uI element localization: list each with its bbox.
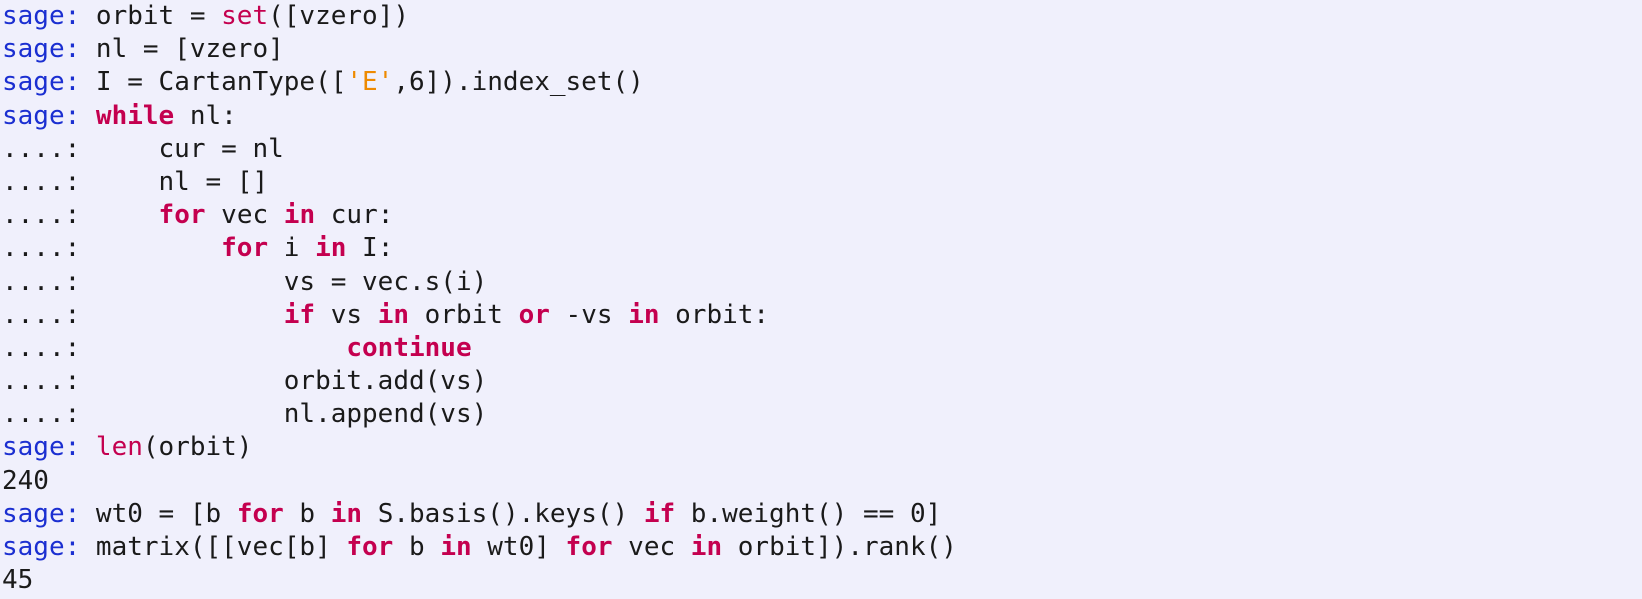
code-text-token: I: — [346, 233, 394, 264]
code-text-token: wt0 = [b — [95, 498, 237, 529]
code-line: ....: orbit.add(vs) — [2, 365, 1642, 398]
code-line: sage: while nl: — [2, 100, 1642, 133]
code-line: ....: nl = [] — [2, 166, 1642, 199]
code-text-token: ,6]).index_set() — [393, 67, 644, 98]
keyword-token: in — [377, 299, 410, 330]
code-line: ....: continue — [2, 332, 1642, 365]
code-line: sage: nl = [vzero] — [2, 33, 1642, 66]
keyword-token: for — [565, 532, 613, 562]
keyword-token: if — [643, 498, 676, 529]
code-text-token: orbit = — [95, 1, 222, 31]
keyword-token: while — [95, 100, 175, 131]
code-text-token: orbit — [409, 299, 519, 330]
code-text-token: -vs — [549, 299, 629, 330]
prompt-token: sage: — [2, 532, 96, 562]
code-line: sage: I = CartanType(['E',6]).index_set(… — [2, 66, 1642, 99]
code-text-token: nl = [vzero] — [95, 34, 284, 65]
prompt-token: sage: — [2, 100, 96, 131]
keyword-token: in — [315, 233, 347, 264]
code-line: ....: for vec in cur: — [2, 199, 1642, 232]
keyword-token: in — [690, 532, 723, 562]
prompt-token: sage: — [2, 432, 96, 463]
code-text-token: orbit: — [659, 299, 770, 330]
prompt-token: sage: — [2, 498, 96, 529]
code-line: sage: wt0 = [b for b in S.basis().keys()… — [2, 498, 1642, 531]
code-line: 240 — [2, 465, 1642, 498]
code-text-token: ....: — [2, 200, 159, 231]
keyword-token: for — [236, 498, 284, 529]
builtin-token: set — [221, 1, 269, 31]
code-text-token: orbit]).rank() — [722, 532, 957, 562]
code-text-token: b.weight() == 0] — [675, 498, 942, 529]
code-line: ....: nl.append(vs) — [2, 398, 1642, 431]
keyword-token: or — [518, 299, 550, 330]
keyword-token: for — [346, 532, 394, 562]
keyword-token: in — [440, 532, 472, 562]
code-line: ....: if vs in orbit or -vs in orbit: — [2, 299, 1642, 332]
code-line: sage: orbit = set([vzero]) — [2, 0, 1642, 33]
code-text-token: b — [283, 498, 331, 529]
output-token: 45 — [2, 565, 34, 596]
code-text-token: I = CartanType([ — [95, 67, 347, 98]
code-line: 45 — [2, 564, 1642, 597]
code-text-token: vs — [315, 299, 378, 330]
string-literal-token: 'E' — [346, 67, 394, 98]
code-text-token: (orbit) — [142, 432, 253, 463]
code-text-token: i — [268, 233, 316, 264]
code-text-token: ....: nl.append(vs) — [2, 399, 488, 430]
code-text-token: ....: vs = vec.s(i) — [2, 266, 488, 297]
keyword-token: for — [158, 200, 206, 231]
keyword-token: if — [283, 299, 316, 330]
code-text-token: S.basis().keys() — [362, 498, 644, 529]
code-text-token: ....: — [2, 233, 222, 264]
prompt-token: sage: — [2, 34, 96, 65]
code-line: sage: len(orbit) — [2, 431, 1642, 464]
output-token: 240 — [2, 465, 49, 496]
code-text-token: cur: — [315, 200, 394, 231]
code-text-token: ....: orbit.add(vs) — [2, 366, 488, 397]
code-text-token: nl: — [174, 100, 237, 131]
code-line: ....: vs = vec.s(i) — [2, 266, 1642, 299]
code-text-token: ....: cur = nl — [2, 133, 284, 164]
keyword-token: continue — [346, 332, 472, 363]
code-text-token: wt0] — [471, 532, 566, 562]
prompt-token: sage: — [2, 67, 96, 98]
code-text-token: ....: — [2, 299, 284, 330]
builtin-token: len — [95, 432, 143, 463]
code-text-token: ([vzero]) — [268, 1, 410, 31]
keyword-token: in — [330, 498, 363, 529]
keyword-token: in — [628, 299, 660, 330]
prompt-token: sage: — [2, 1, 96, 31]
code-text-token: ....: nl = [] — [2, 166, 269, 197]
code-text-token: vec — [612, 532, 691, 562]
code-text-token: ....: — [2, 332, 347, 363]
code-text-token: b — [393, 532, 441, 562]
code-text-token: matrix([[vec[b] — [95, 532, 347, 562]
code-line: ....: for i in I: — [2, 232, 1642, 265]
code-line: sage: matrix([[vec[b] for b in wt0] for … — [2, 531, 1642, 564]
keyword-token: for — [221, 233, 269, 264]
code-line: ....: cur = nl — [2, 133, 1642, 166]
code-text-token: vec — [205, 200, 284, 231]
keyword-token: in — [283, 200, 316, 231]
